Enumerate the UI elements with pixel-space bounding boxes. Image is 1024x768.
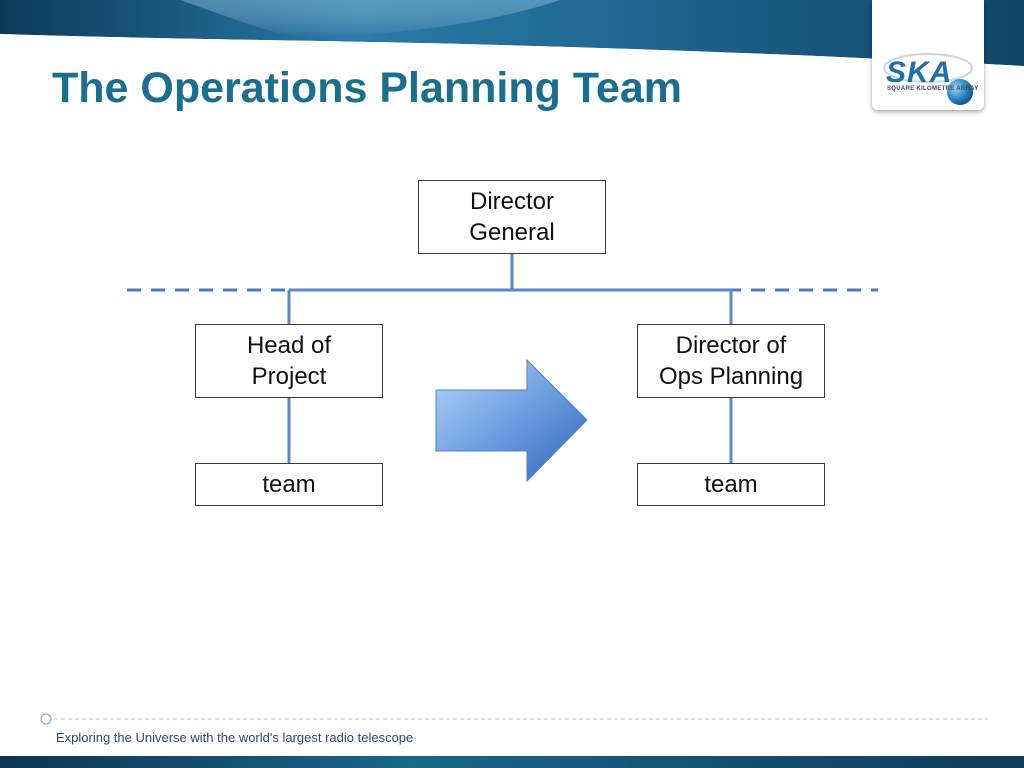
logo-text: SKA <box>886 56 953 89</box>
ops-team-box: team <box>637 463 825 506</box>
header-banner <box>0 0 1024 70</box>
footer-divider <box>40 713 988 725</box>
logo-subtitle: SQUARE KILOMETRE ARRAY <box>887 86 979 92</box>
right-arrow-icon <box>435 358 588 483</box>
director-ops-planning-box: Director of Ops Planning <box>637 324 825 398</box>
ska-logo: SKA SQUARE KILOMETRE ARRAY <box>872 0 984 110</box>
director-general-box: Director General <box>418 180 606 254</box>
head-of-project-box: Head of Project <box>195 324 383 398</box>
footer-bar <box>0 756 1024 768</box>
project-team-box: team <box>195 463 383 506</box>
footer-tagline: Exploring the Universe with the world's … <box>56 730 414 745</box>
page-title: The Operations Planning Team <box>52 64 682 112</box>
